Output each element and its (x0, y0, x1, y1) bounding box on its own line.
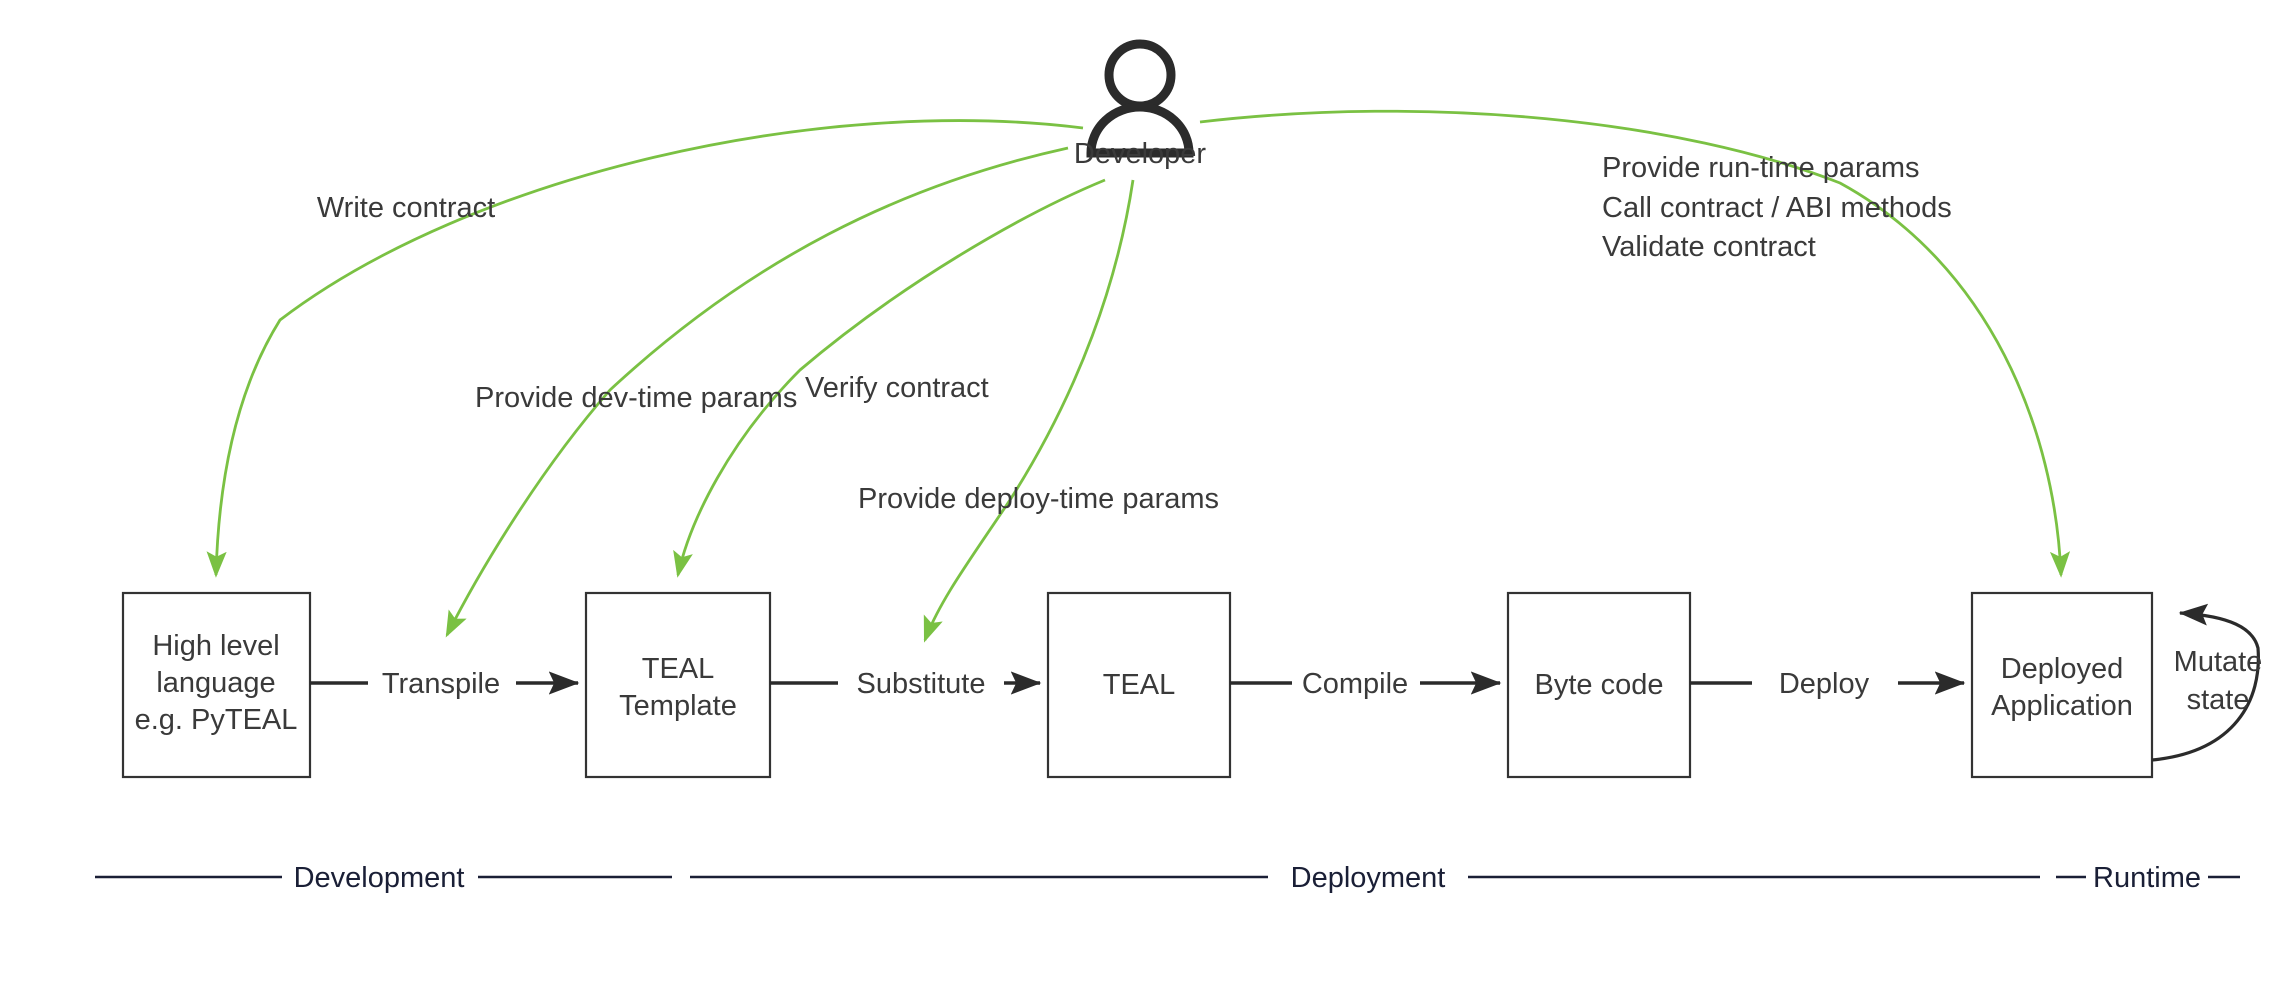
node-box-teal-template[interactable] (584, 591, 772, 779)
edge-runtime-actions (1199, 109, 2071, 578)
node-box-teal[interactable] (1046, 591, 1232, 779)
phase-label-runtime: Runtime (2093, 862, 2201, 894)
node-teal-template[interactable]: TEAL Template (584, 591, 772, 779)
edge-write-contract (206, 119, 1084, 578)
node-high-level-language[interactable]: High level language e.g. PyTEAL (121, 591, 312, 779)
node-box-high-level-language[interactable] (121, 591, 312, 779)
label-verify-contract: Verify contract (805, 372, 989, 404)
runtime-action-line-2: Call contract / ABI methods (1602, 192, 1952, 224)
loop-label-mutate-line-2: state (2187, 684, 2250, 716)
node-teal[interactable]: TEAL (1046, 591, 1232, 779)
phase-label-deployment: Deployment (1291, 862, 1446, 894)
phase-development: Development (95, 862, 672, 894)
self-loop-mutate-state: Mutate state (2151, 603, 2263, 762)
node-deployed-application[interactable]: Deployed Application (1970, 591, 2154, 779)
loop-arc-mutate-state (2151, 603, 2260, 762)
node-label-byte-code: Byte code (1535, 669, 1664, 701)
node-label-hll-line-2: language (156, 667, 275, 699)
phase-runtime: Runtime (2056, 862, 2240, 894)
node-label-teal-template-line-2: Template (619, 690, 737, 722)
node-label-teal-template-line-1: TEAL (642, 653, 715, 685)
developer-actor: Developer (1074, 39, 1207, 170)
node-label-deployed-app-line-2: Application (1991, 690, 2133, 722)
person-icon-head (1104, 39, 1176, 111)
label-provide-deploy-time-params: Provide deploy-time params (858, 483, 1219, 515)
flow-label-substitute: Substitute (857, 668, 986, 700)
node-label-teal: TEAL (1103, 669, 1176, 701)
runtime-action-line-3: Validate contract (1602, 231, 1816, 263)
phase-deployment: Deployment (690, 862, 2040, 894)
person-icon-body (1086, 102, 1194, 158)
loop-label-mutate-line-1: Mutate (2174, 646, 2263, 678)
edge-provide-dev-time-params (445, 146, 1069, 638)
flow-label-deploy: Deploy (1779, 668, 1870, 700)
node-label-hll-line-3: e.g. PyTEAL (135, 704, 298, 736)
node-box-deployed-application[interactable] (1970, 591, 2154, 779)
phase-label-development: Development (294, 862, 465, 894)
node-box-byte-code[interactable] (1506, 591, 1692, 779)
label-write-contract: Write contract (317, 192, 495, 224)
flow-label-compile: Compile (1302, 668, 1408, 700)
flow-label-transpile: Transpile (382, 668, 500, 700)
node-byte-code[interactable]: Byte code (1506, 591, 1692, 779)
developer-label: Developer (1074, 138, 1207, 170)
label-provide-dev-time-params: Provide dev-time params (475, 382, 797, 414)
edge-verify-contract (673, 178, 1106, 578)
node-label-deployed-app-line-1: Deployed (2001, 653, 2124, 685)
runtime-actions-block: Provide run-time params Call contract / … (1602, 152, 1952, 263)
runtime-action-line-1: Provide run-time params (1602, 152, 1920, 184)
node-label-hll-line-1: High level (152, 630, 279, 662)
edge-provide-deploy-time-params (923, 179, 1135, 643)
